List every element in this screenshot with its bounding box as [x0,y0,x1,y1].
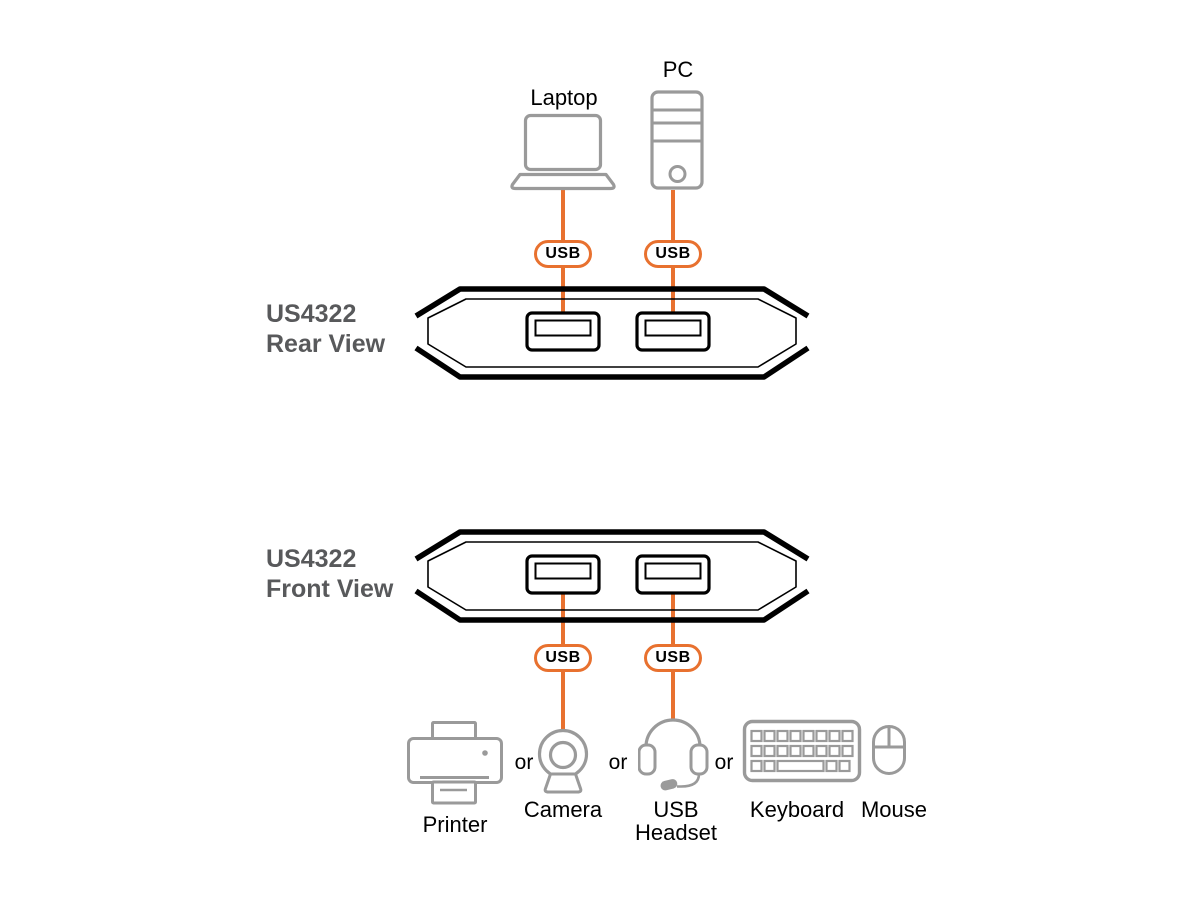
or-label-1: or [514,751,534,774]
rear-view-text: Rear View [266,330,386,358]
printer-label: Printer [422,812,488,837]
usb-tag-pc: USB [644,240,702,268]
laptop-label: Laptop [530,85,598,110]
keyboard-label: Keyboard [749,797,845,822]
usb-tag-text: USB [545,649,581,666]
laptop-icon [508,112,618,192]
usb-tag-text: USB [655,245,691,262]
pc-label: PC [662,57,694,82]
front-view-text: Front View [266,575,394,603]
camera-label: Camera [523,797,603,822]
usb-tag-laptop: USB [534,240,592,268]
usb-headset-label-line2: Headset [635,820,717,845]
or-label-2: or [608,751,628,774]
front-view-model-text: US4322 [266,545,357,573]
usb-tag-text: USB [655,649,691,666]
pc-power-button-icon [668,165,687,183]
usb-tag-camera: USB [534,644,592,672]
usb-port-front-2 [635,554,711,595]
front-view-heading: US4322 Front View [266,544,393,604]
rear-view-heading: US4322 Rear View [266,299,385,359]
us4322-front-device [412,527,812,625]
or-label-3: or [714,751,734,774]
usb-headset-label-line1: USB [653,797,699,822]
usb-port-front-1 [525,554,601,595]
usb-headset-label: USB Headset [635,798,717,844]
camera-icon [533,726,593,796]
printer-icon [405,720,505,808]
usb-tag-headset: USB [644,644,702,672]
usb-headset-icon [638,716,710,794]
rear-view-model-text: US4322 [266,300,357,328]
usb-tag-text: USB [545,245,581,262]
mouse-label: Mouse [860,797,928,822]
pc-icon [648,88,706,192]
usb-port-rear-2 [635,311,711,352]
us4322-rear-device [412,284,812,382]
mouse-icon [871,724,907,776]
keyboard-icon [742,719,862,783]
usb-port-rear-1 [525,311,601,352]
